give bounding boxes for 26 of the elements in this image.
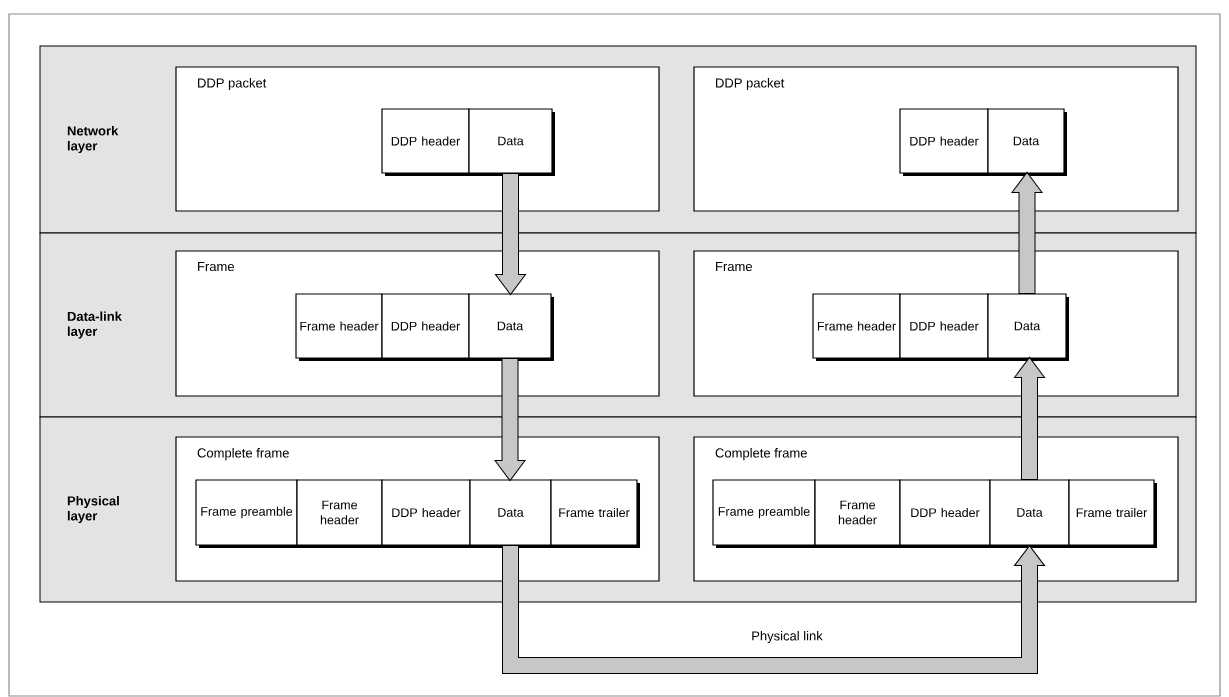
field-cell: Frame header [296, 479, 385, 548]
field-cell: Frame trailer [1068, 479, 1157, 548]
field-cell: Data [987, 108, 1067, 176]
field-cell: DDP header [381, 108, 472, 176]
field-cell: Frame trailer [550, 479, 640, 548]
field-cell: Frame header [812, 293, 903, 361]
block-arrow [494, 358, 526, 482]
field-cell: DDP header [899, 293, 991, 361]
field-cell: DDP header [899, 479, 993, 548]
field-cell: Frame preamble [712, 479, 818, 548]
field-cell: Frame header [814, 479, 903, 548]
block-arrow [495, 173, 526, 296]
field-cell: Data [987, 293, 1069, 361]
block-arrow [1011, 171, 1043, 294]
field-cell: Data [469, 479, 554, 548]
field-cell: Data [468, 293, 554, 361]
field-cell: DDP header [381, 293, 472, 361]
block-arrow [502, 545, 1045, 675]
field-cell: Data [989, 479, 1072, 548]
block-arrow [1014, 356, 1045, 480]
field-cell: DDP header [381, 479, 473, 548]
field-cell: DDP header [899, 108, 991, 176]
field-cell: Frame header [295, 293, 385, 361]
edge-label: Physical link [749, 628, 825, 646]
field-cell: Data [468, 108, 555, 176]
field-cell: Frame preamble [195, 479, 300, 548]
